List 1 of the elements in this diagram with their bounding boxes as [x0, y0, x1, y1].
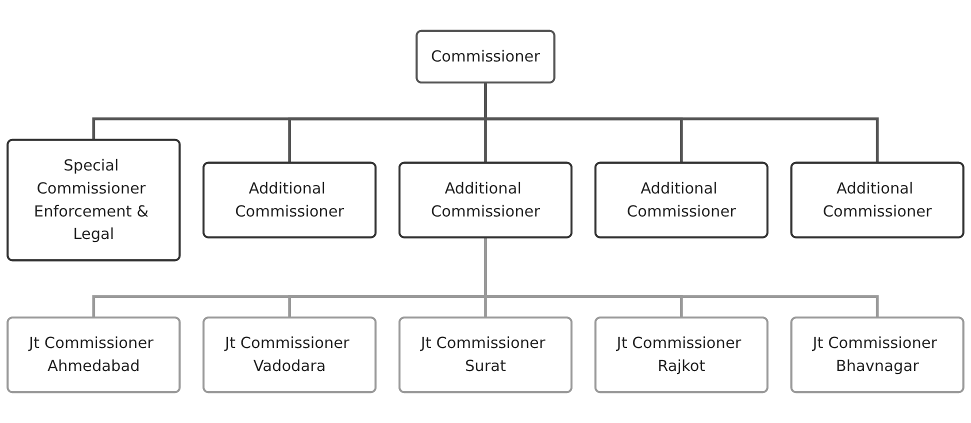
connector	[484, 237, 879, 318]
